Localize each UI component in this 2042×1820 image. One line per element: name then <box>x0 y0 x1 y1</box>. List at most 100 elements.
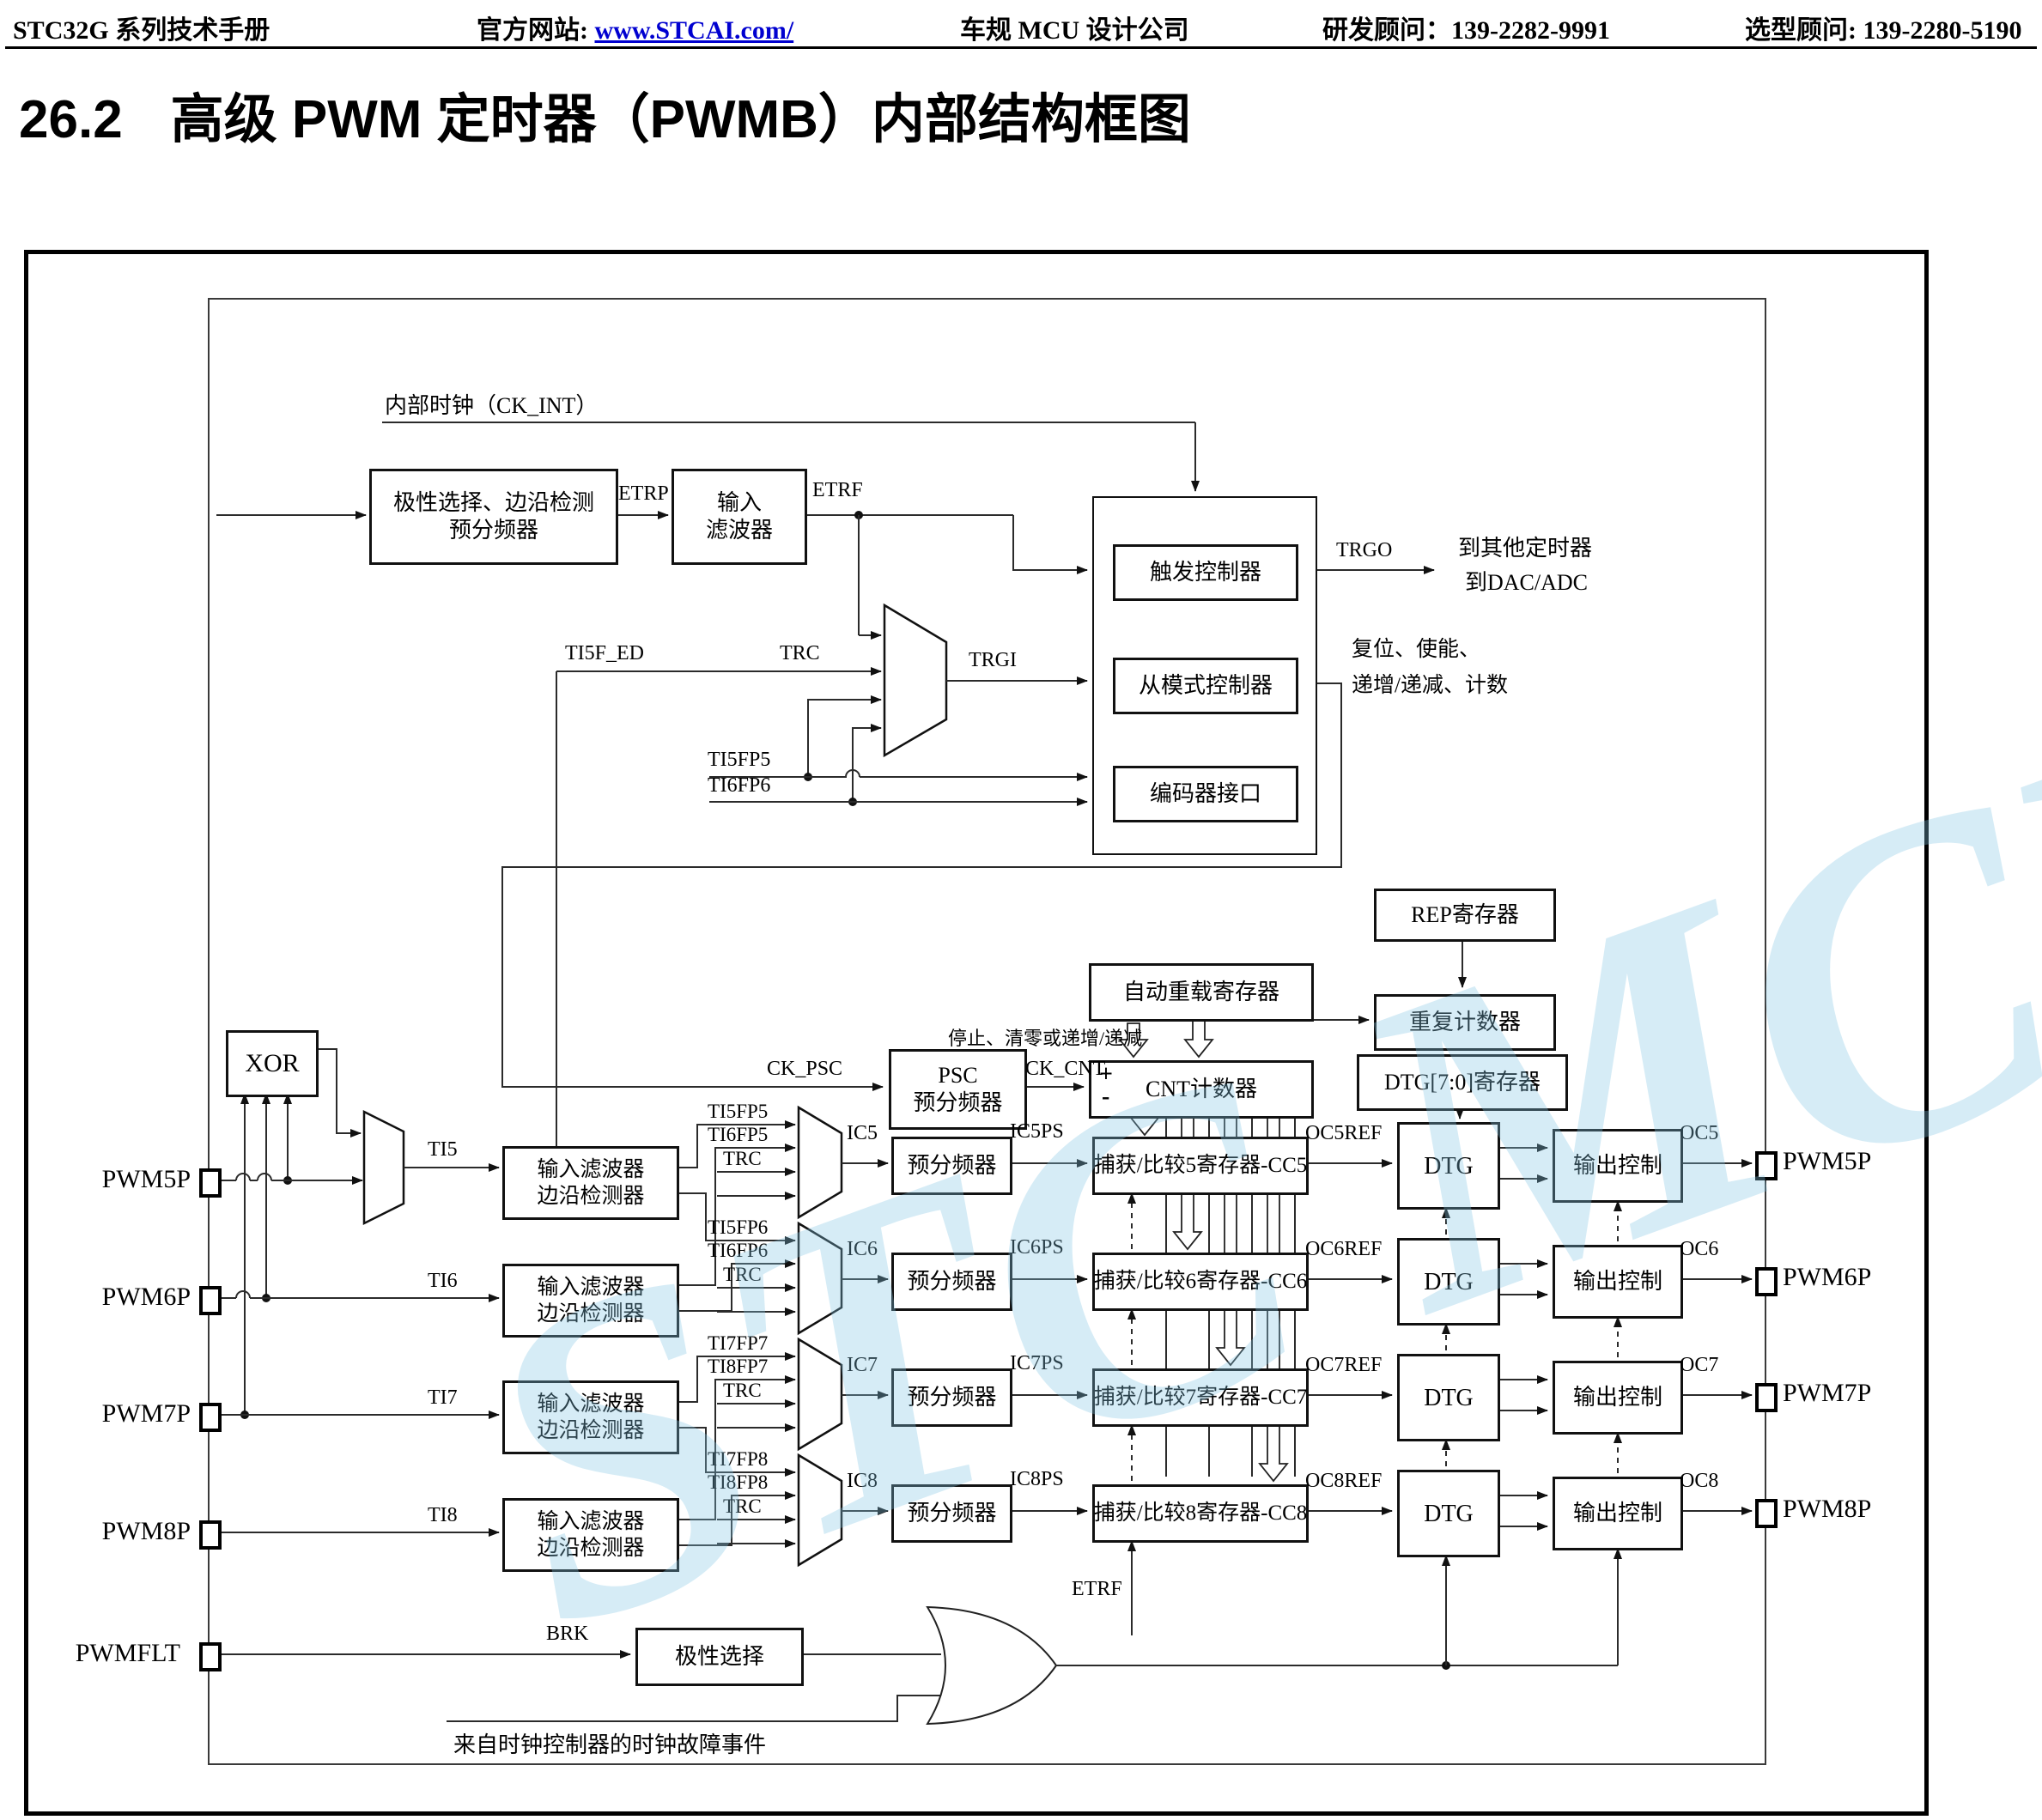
pin-pwmflt <box>199 1642 222 1671</box>
manual-title: STC32G 系列技术手册 <box>13 16 270 45</box>
oc5ref-label: OC5REF <box>1305 1122 1383 1144</box>
website-link[interactable]: www.STCAI.com/ <box>594 16 794 45</box>
rep-register-block: REP寄存器 <box>1374 889 1556 942</box>
website-label-text: 官方网站: <box>477 16 588 45</box>
ch8-prescaler-block: 预分频器 <box>891 1484 1012 1543</box>
encoder-interface-block: 编码器接口 <box>1113 766 1298 822</box>
trgo-label: TRGO <box>1336 539 1393 561</box>
cc5-register-block: 捕获/比较5寄存器-CC5 <box>1092 1137 1309 1195</box>
ch5-filter-l1: 输入滤波器 <box>537 1157 645 1181</box>
polarity-edge-prescaler-block: 极性选择、边沿检测 预分频器 <box>369 469 618 565</box>
to-other-timer-label: 到其他定时器 <box>1458 536 1593 561</box>
ch7-in2-label: TI8FP7 <box>708 1356 769 1377</box>
cc8-register-block: 捕获/比较8寄存器-CC8 <box>1092 1484 1309 1543</box>
pin-pwm7p-right <box>1755 1383 1778 1412</box>
figure-border <box>24 250 1929 1816</box>
header-rule <box>5 46 2037 49</box>
pin-label-pwm8p-right: PWM8P <box>1783 1495 1872 1523</box>
ch7-output-control-block: 输出控制 <box>1553 1361 1683 1435</box>
ic7ps-label: IC7PS <box>1010 1352 1064 1374</box>
cc7-register-block: 捕获/比较7寄存器-CC7 <box>1092 1368 1309 1427</box>
etrf-label: ETRF <box>812 479 863 501</box>
inc-dec-count-label: 递增/递减、计数 <box>1352 674 1508 697</box>
oc7ref-label: OC7REF <box>1305 1354 1383 1376</box>
ch7-dtg-block: DTG <box>1397 1354 1500 1441</box>
cnt-counter-block: CNT计数器 <box>1089 1060 1314 1119</box>
etrf-bottom-label: ETRF <box>1072 1578 1122 1600</box>
ch7-filter-l2: 边沿检测器 <box>537 1419 645 1442</box>
trc-label: TRC <box>780 642 820 664</box>
dtg-register-block: DTG[7:0]寄存器 <box>1357 1054 1568 1111</box>
pin-label-pwm7p-right: PWM7P <box>1783 1379 1872 1407</box>
ch8-in3-label: TRC <box>723 1495 762 1517</box>
ch6-filter-l1: 输入滤波器 <box>537 1275 645 1299</box>
slave-mode-controller-block: 从模式控制器 <box>1113 658 1298 714</box>
pwmb-module-frame <box>208 298 1766 1765</box>
ic6ps-label: IC6PS <box>1010 1236 1064 1259</box>
pin-pwm8p-left <box>199 1520 222 1550</box>
website-label: 官方网站: www.STCAI.com/ <box>477 9 793 46</box>
psc-l2: 预分频器 <box>913 1090 1003 1115</box>
ch6-input-filter-edge-detector: 输入滤波器 边沿检测器 <box>502 1264 679 1338</box>
ch7-prescaler-block: 预分频器 <box>891 1368 1012 1427</box>
ch5-in2-label: TI6FP5 <box>708 1124 769 1145</box>
clock-failure-label: 来自时钟控制器的时钟故障事件 <box>453 1732 767 1757</box>
section-number: 26.2 <box>19 90 123 149</box>
ch8-input-filter-edge-detector: 输入滤波器 边沿检测器 <box>502 1498 679 1572</box>
ti6-label: TI6 <box>428 1270 458 1292</box>
ch5-in3-label: TRC <box>723 1148 762 1169</box>
rd-contact: 研发顾问：139-2282-9991 <box>1322 16 1610 45</box>
ch5-input-filter-edge-detector: 输入滤波器 边沿检测器 <box>502 1146 679 1220</box>
xor-block: XOR <box>226 1030 319 1097</box>
ch6-prescaler-block: 预分频器 <box>891 1253 1012 1311</box>
brk-label: BRK <box>546 1623 589 1645</box>
ch6-in1-label: TI5FP6 <box>708 1216 769 1238</box>
cnt-plus-sign: + <box>1099 1061 1113 1088</box>
ch8-filter-l2: 边沿检测器 <box>537 1537 645 1560</box>
ic8-label: IC8 <box>847 1470 878 1492</box>
ti5-label: TI5 <box>428 1138 458 1161</box>
ch7-in3-label: TRC <box>723 1380 762 1401</box>
pin-label-pwm5p-right: PWM5P <box>1783 1147 1872 1175</box>
ic5ps-label: IC5PS <box>1010 1120 1064 1143</box>
polarity-select-block: 极性选择 <box>635 1628 804 1686</box>
oc6ref-label: OC6REF <box>1305 1238 1383 1260</box>
ch8-filter-l1: 输入滤波器 <box>537 1509 645 1533</box>
ck-cnt-label: CK_CNT <box>1025 1058 1106 1080</box>
repeat-counter-block: 重复计数器 <box>1374 994 1556 1051</box>
oc8ref-label: OC8REF <box>1305 1470 1383 1492</box>
ch5-prescaler-block: 预分频器 <box>891 1137 1012 1195</box>
auto-reload-register-block: 自动重载寄存器 <box>1089 963 1314 1022</box>
ti5f-ed-label: TI5F_ED <box>565 642 644 664</box>
ch6-in3-label: TRC <box>723 1264 762 1285</box>
pin-label-pwm7p-left: PWM7P <box>101 1399 191 1428</box>
internal-clock-label: 内部时钟（CK_INT） <box>385 393 599 418</box>
company-label: 车规 MCU 设计公司 <box>960 16 1189 45</box>
ck-psc-label: CK_PSC <box>767 1058 843 1080</box>
ti5fp5-label: TI5FP5 <box>708 749 771 771</box>
pin-label-pwm6p-left: PWM6P <box>101 1283 191 1311</box>
oc6-label: OC6 <box>1680 1238 1719 1260</box>
input-filter-l2: 滤波器 <box>705 518 773 543</box>
ic6-label: IC6 <box>847 1238 878 1260</box>
pin-pwm5p-left <box>199 1168 222 1198</box>
ic8ps-label: IC8PS <box>1010 1468 1064 1490</box>
ti6fp6-label: TI6FP6 <box>708 774 771 797</box>
oc8-label: OC8 <box>1680 1470 1719 1492</box>
ch5-dtg-block: DTG <box>1397 1122 1500 1210</box>
pin-pwm5p-right <box>1755 1151 1778 1180</box>
ch7-input-filter-edge-detector: 输入滤波器 边沿检测器 <box>502 1380 679 1454</box>
psc-prescaler-block: PSC 预分频器 <box>889 1049 1027 1130</box>
ch8-dtg-block: DTG <box>1397 1470 1500 1557</box>
to-dac-adc-label: 到DAC/ADC <box>1465 570 1589 595</box>
ti8-label: TI8 <box>428 1504 458 1526</box>
stop-clear-label: 停止、清零或递增/递减 <box>948 1028 1143 1049</box>
oc7-label: OC7 <box>1680 1354 1719 1376</box>
sel-contact: 选型顾问: 139-2280-5190 <box>1745 16 2022 45</box>
input-filter-l1: 输入 <box>716 489 762 515</box>
ch8-output-control-block: 输出控制 <box>1553 1477 1683 1550</box>
ch5-in1-label: TI5FP5 <box>708 1101 769 1122</box>
ch6-dtg-block: DTG <box>1397 1238 1500 1326</box>
